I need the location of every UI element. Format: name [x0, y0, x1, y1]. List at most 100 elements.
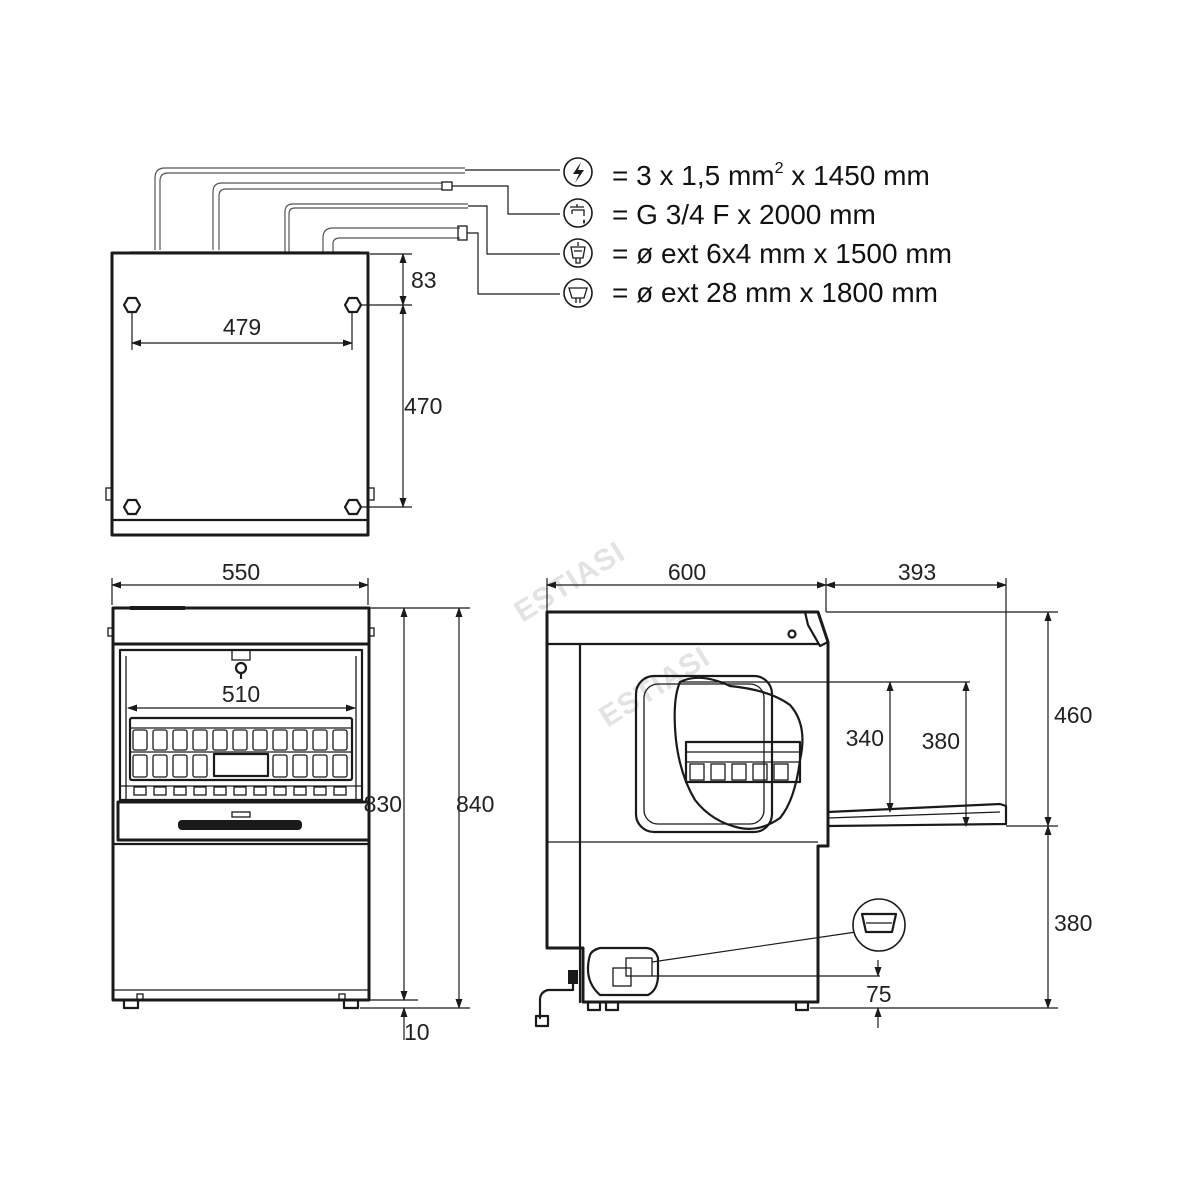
spec-detergent: = ø ext 6x4 mm x 1500 mm [612, 238, 952, 269]
front-view: 550 510 [107, 559, 494, 1045]
open-door-inner [827, 811, 1001, 819]
side-window [634, 674, 774, 834]
basket-cell [312, 729, 328, 751]
basket-cell [272, 754, 288, 778]
open-door [826, 802, 1008, 828]
basket-cell [192, 729, 208, 751]
door-handle[interactable] [178, 820, 302, 830]
foot-side-front [586, 1000, 602, 1012]
rack-slot [313, 786, 327, 796]
rack-slot [293, 786, 307, 796]
leader-detergent [468, 205, 560, 255]
front-side-tab-right [368, 627, 375, 637]
rack-slot [213, 786, 227, 796]
label-510: 510 [222, 681, 260, 707]
basket-side-cell [710, 763, 726, 781]
label-340: 340 [846, 725, 884, 751]
label-840: 840 [456, 791, 494, 817]
electric-cable-inner [159, 172, 465, 250]
drain-icon [563, 278, 593, 308]
basket-cell [172, 729, 188, 751]
back-view: 479 83 470 [105, 167, 560, 537]
bolt-top-left [122, 296, 142, 314]
drain-pipe [322, 227, 460, 252]
watermark-text-2: ESTIASI [594, 640, 716, 734]
foot-side-right [794, 1000, 810, 1012]
label-600: 600 [668, 559, 706, 585]
foot-side-left [604, 1000, 620, 1012]
water-hose-inner [218, 188, 442, 250]
drain-pump-body [625, 957, 653, 977]
rack-slot [333, 786, 347, 796]
drain-pump-port [612, 967, 632, 987]
foot-front-right [342, 998, 360, 1010]
front-door [116, 800, 371, 842]
detergent-pipe-inner [288, 207, 468, 252]
basket-cell [212, 729, 228, 751]
basket-side [684, 740, 802, 784]
foot-front-left [122, 998, 140, 1010]
front-side-tab-left [107, 627, 114, 637]
rack-slot [173, 786, 187, 796]
basket-side-cell [731, 763, 747, 781]
rack-slot [153, 786, 167, 796]
side-indicator [787, 629, 797, 639]
basket-cell [292, 729, 308, 751]
detergent-icon [563, 238, 593, 268]
cord-gland [568, 970, 578, 984]
watermark-text-1: ESTIASI [509, 535, 631, 629]
basket-front [120, 716, 362, 796]
rack-slot [253, 786, 267, 796]
side-window-inner [643, 683, 765, 825]
label-479: 479 [223, 314, 261, 340]
power-plug [534, 1014, 550, 1028]
back-side-tab-left [105, 487, 113, 501]
basket-side-cell [773, 763, 789, 781]
foot-front-left-cap [136, 993, 144, 1001]
label-83: 83 [411, 267, 437, 293]
electric-icon [563, 157, 593, 187]
leader-water [452, 185, 560, 215]
detergent-pipe [284, 203, 468, 252]
upper-spray-nozzle [234, 661, 248, 675]
label-380-chamber: 380 [922, 728, 960, 754]
bolt-top-right [343, 296, 363, 314]
foot-front-right-cap [338, 993, 346, 1001]
back-panel [110, 251, 370, 537]
drain-pump [586, 946, 660, 997]
drain-icon-large [852, 898, 906, 952]
label-830: 830 [364, 791, 402, 817]
water-tap-icon [563, 198, 593, 228]
leader-drain [467, 232, 560, 295]
door-badge [231, 811, 251, 818]
label-470: 470 [404, 393, 442, 419]
basket-cell [272, 729, 288, 751]
drain-pipe-inner [332, 237, 460, 252]
water-hose [212, 182, 442, 250]
label-75: 75 [866, 981, 892, 1007]
basket-label-plate [212, 752, 270, 778]
side-top-corner [803, 610, 830, 648]
basket-cell [332, 754, 348, 778]
basket-cell [152, 729, 168, 751]
rack-slot [193, 786, 207, 796]
spec-electric: = 3 x 1,5 mm2 x 1450 mm [612, 160, 930, 191]
basket-cell [172, 754, 188, 778]
side-view: 600 393 340 380 [534, 559, 1092, 1028]
basket-cell [332, 729, 348, 751]
label-393: 393 [898, 559, 936, 585]
basket-cell [252, 729, 268, 751]
spec-drain: = ø ext 28 mm x 1800 mm [612, 277, 938, 308]
label-460: 460 [1054, 702, 1092, 728]
front-top-panel [111, 606, 371, 646]
basket-side-cell [689, 763, 705, 781]
label-380: 380 [1054, 910, 1092, 936]
bolt-bottom-left [122, 498, 142, 516]
cutaway-view [673, 676, 804, 830]
basket-side-cell [752, 763, 768, 781]
water-connector [441, 181, 453, 191]
label-550: 550 [222, 559, 260, 585]
spec-water: = G 3/4 F x 2000 mm [612, 199, 876, 230]
basket-cell [152, 754, 168, 778]
